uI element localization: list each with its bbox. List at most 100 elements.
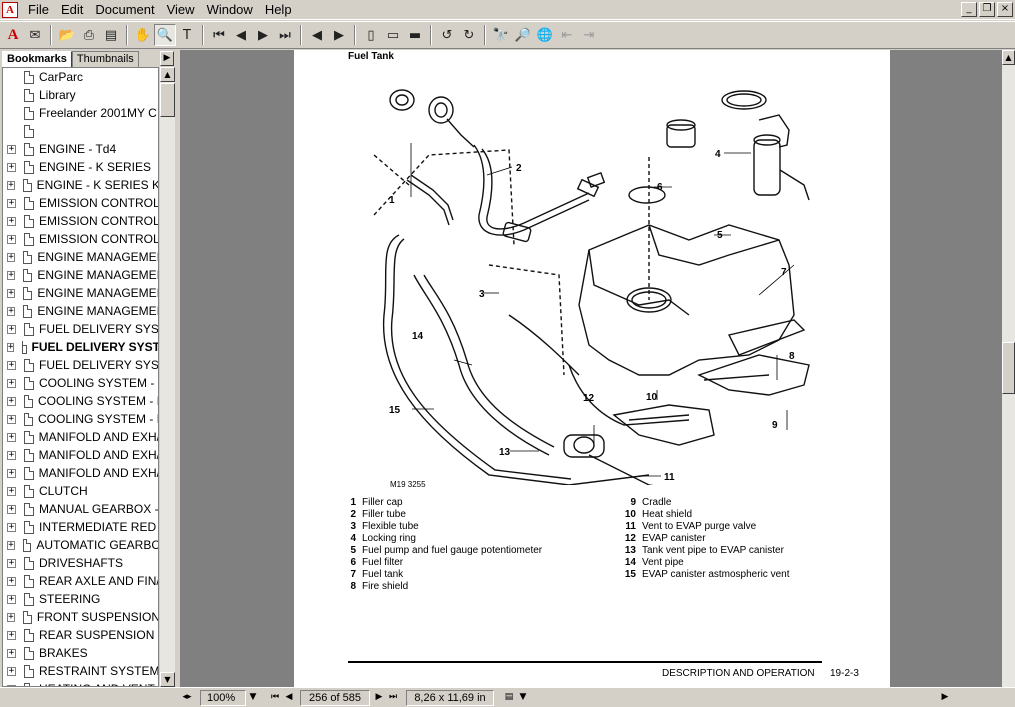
expand-icon[interactable]: +: [7, 305, 16, 316]
bookmark-item[interactable]: +ENGINE MANAGEMEI: [3, 248, 158, 266]
bookmark-item[interactable]: +STEERING: [3, 590, 158, 608]
bookmark-item[interactable]: +COOLING SYSTEM - I: [3, 410, 158, 428]
expand-icon[interactable]: +: [7, 521, 16, 532]
next-page-icon[interactable]: ▶: [258, 27, 268, 43]
bookmark-item[interactable]: +RESTRAINT SYSTEM: [3, 662, 158, 680]
menu-edit[interactable]: Edit: [60, 1, 84, 17]
bookmark-item[interactable]: +ENGINE - K SERIES: [3, 158, 158, 176]
bookmark-item[interactable]: +DRIVESHAFTS: [3, 554, 158, 572]
expand-icon[interactable]: +: [7, 647, 16, 658]
expand-icon[interactable]: +: [7, 611, 15, 622]
expand-icon[interactable]: +: [7, 143, 16, 154]
show-navigation-icon[interactable]: ▤: [104, 27, 118, 43]
bookmark-item[interactable]: +MANIFOLD AND EXH/: [3, 428, 158, 446]
bookmark-item[interactable]: +FUEL DELIVERY SYST: [3, 338, 158, 356]
document-scrollbar[interactable]: ▲: [1002, 50, 1015, 687]
page-layout-icon[interactable]: ▤: [504, 691, 514, 702]
expand-icon[interactable]: +: [7, 665, 16, 676]
expand-icon[interactable]: +: [7, 503, 16, 514]
bookmark-item[interactable]: +HEATING AND VENT: [3, 680, 158, 686]
hand-tool-icon[interactable]: ✋: [134, 27, 152, 43]
bookmark-item[interactable]: Library: [3, 86, 158, 104]
expand-icon[interactable]: +: [7, 449, 16, 460]
expand-icon[interactable]: +: [7, 629, 16, 640]
bookmark-item[interactable]: +MANUAL GEARBOX -: [3, 500, 158, 518]
bookmark-item[interactable]: +FUEL DELIVERY SYS: [3, 356, 158, 374]
bookmark-item[interactable]: +ENGINE MANAGEMEI: [3, 284, 158, 302]
document-scroll-thumb[interactable]: [1002, 342, 1015, 394]
bookmark-item[interactable]: +EMISSION CONTROL: [3, 212, 158, 230]
bookmark-item[interactable]: +COOLING SYSTEM - I: [3, 392, 158, 410]
expand-icon[interactable]: +: [7, 395, 16, 406]
next-page-button[interactable]: ▶: [375, 691, 383, 702]
zoom-tool-icon[interactable]: 🔍: [154, 24, 176, 46]
acrobat-icon[interactable]: A: [7, 26, 19, 43]
expand-icon[interactable]: +: [7, 269, 16, 280]
panel-menu-arrow-icon[interactable]: ▶: [160, 51, 174, 66]
last-page-button[interactable]: ⏭: [388, 691, 398, 702]
expand-icon[interactable]: +: [7, 215, 16, 226]
restore-button[interactable]: ❐: [979, 2, 995, 17]
bookmark-item[interactable]: +FRONT SUSPENSION: [3, 608, 158, 626]
expand-icon[interactable]: +: [7, 377, 16, 388]
previous-page-button[interactable]: ◀: [285, 691, 293, 702]
zoom-field[interactable]: 100%: [200, 689, 246, 706]
actual-size-icon[interactable]: ▯: [367, 27, 375, 43]
scroll-up-icon[interactable]: ▲: [160, 67, 175, 82]
tab-thumbnails[interactable]: Thumbnails: [71, 51, 139, 67]
previous-highlight-icon[interactable]: ⇤: [561, 27, 573, 43]
menu-window[interactable]: Window: [206, 1, 253, 17]
menu-help[interactable]: Help: [264, 1, 292, 17]
bookmark-item[interactable]: [3, 122, 158, 140]
fit-width-icon[interactable]: ▬: [408, 27, 422, 43]
bookmark-item[interactable]: +BRAKES: [3, 644, 158, 662]
menu-file[interactable]: File: [28, 1, 49, 17]
close-button[interactable]: ×: [997, 2, 1013, 17]
bookmark-item[interactable]: +ENGINE MANAGEMEI: [3, 302, 158, 320]
expand-icon[interactable]: +: [7, 359, 16, 370]
zoom-dropdown-icon[interactable]: ▼: [249, 691, 257, 702]
expand-icon[interactable]: +: [7, 287, 16, 298]
menu-view[interactable]: View: [166, 1, 195, 17]
bookmark-item[interactable]: +ENGINE MANAGEMEI: [3, 266, 158, 284]
first-page-button[interactable]: ⏮: [270, 691, 280, 702]
previous-page-icon[interactable]: ◀: [236, 27, 246, 43]
expand-icon[interactable]: +: [7, 593, 16, 604]
expand-icon[interactable]: +: [7, 251, 16, 262]
expand-icon[interactable]: +: [7, 179, 15, 190]
bookmark-item[interactable]: +ENGINE - Td4: [3, 140, 158, 158]
bookmark-item[interactable]: +INTERMEDIATE RED: [3, 518, 158, 536]
scroll-thumb[interactable]: [160, 83, 175, 117]
find-icon[interactable]: 🔭: [492, 27, 510, 43]
go-back-icon[interactable]: ◀: [312, 27, 322, 43]
web-capture-icon[interactable]: 🌐: [536, 27, 554, 43]
expand-icon[interactable]: +: [7, 323, 16, 334]
expand-icon[interactable]: +: [7, 557, 16, 568]
text-select-icon[interactable]: T: [183, 27, 191, 43]
bookmark-item[interactable]: +EMISSION CONTROL: [3, 194, 158, 212]
expand-icon[interactable]: +: [7, 413, 16, 424]
expand-icon[interactable]: +: [7, 431, 16, 442]
bookmark-item[interactable]: Freelander 2001MY C: [3, 104, 158, 122]
layout-dropdown-icon[interactable]: ▼: [519, 691, 527, 702]
expand-icon[interactable]: +: [7, 467, 16, 478]
bookmark-item[interactable]: +FUEL DELIVERY SYS: [3, 320, 158, 338]
left-scroll-icon[interactable]: ◂▸: [182, 691, 192, 702]
bookmark-item[interactable]: CarParc: [3, 68, 158, 86]
expand-icon[interactable]: +: [7, 233, 16, 244]
rotate-cw-icon[interactable]: ↻: [463, 27, 475, 43]
menu-document[interactable]: Document: [95, 1, 155, 17]
bookmarks-scrollbar[interactable]: ▲ ▼: [160, 67, 175, 687]
open-icon[interactable]: 📂: [58, 27, 76, 43]
go-forward-icon[interactable]: ▶: [334, 27, 344, 43]
email-icon[interactable]: ✉: [29, 27, 41, 43]
expand-icon[interactable]: +: [7, 684, 16, 686]
page-number-field[interactable]: 256 of 585: [300, 689, 370, 706]
bookmark-item[interactable]: +MANIFOLD AND EXH/: [3, 446, 158, 464]
bookmark-item[interactable]: +CLUTCH: [3, 482, 158, 500]
print-icon[interactable]: ⎙: [83, 27, 95, 43]
bookmark-item[interactable]: +MANIFOLD AND EXH/: [3, 464, 158, 482]
expand-icon[interactable]: +: [7, 485, 16, 496]
bookmark-item[interactable]: +ENGINE - K SERIES K: [3, 176, 158, 194]
expand-icon[interactable]: +: [7, 575, 16, 586]
